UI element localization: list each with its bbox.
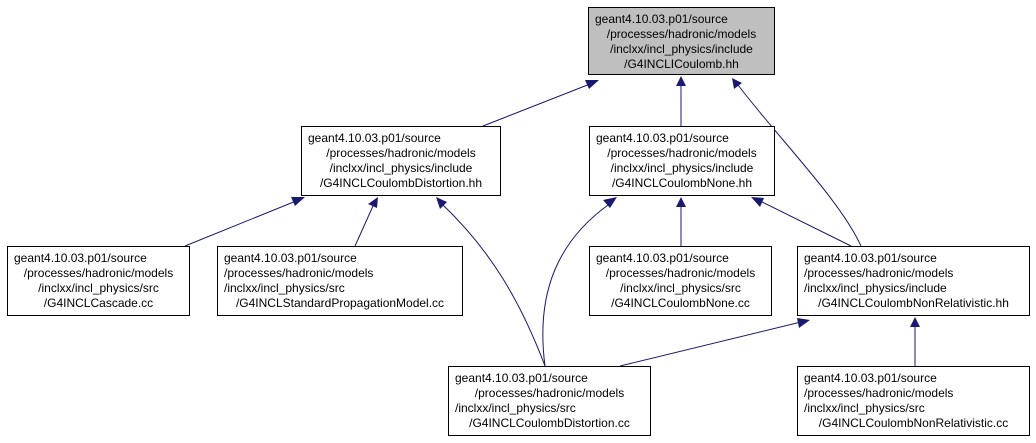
arrowhead — [603, 197, 617, 208]
node-line: geant4.10.03.p01/source — [595, 12, 728, 26]
node-line: /processes/hadronic/models — [606, 27, 757, 41]
arrowhead — [751, 197, 764, 207]
edge-line — [542, 204, 609, 367]
edge-coulomb-distortion-cc-to-coulomb-distortion-hh — [436, 197, 546, 367]
edge-cascade-cc-to-coulomb-distortion-hh — [184, 197, 305, 247]
node-line: /processes/hadronic/models — [224, 266, 374, 280]
node-line: /inclxx/incl_physics/include — [610, 161, 754, 175]
node-line: /inclxx/incl_physics/include — [329, 161, 473, 175]
node-line: /G4INCLCoulombDistortion.cc — [469, 416, 630, 430]
arrowhead — [291, 197, 305, 206]
edge-coulomb-none-cc-to-coulomb-none-hh — [676, 197, 686, 246]
node-line: /inclxx/incl_physics/src — [804, 401, 925, 415]
node-line: /G4INCLICoulomb.hh — [624, 57, 739, 71]
node-line: /G4INCLCoulombNone.hh — [611, 176, 753, 190]
node-g4inclcoulombdistortion-cc[interactable]: geant4.10.03.p01/source /processes/hadro… — [448, 366, 651, 436]
node-line: geant4.10.03.p01/source — [308, 131, 441, 145]
edge-line — [442, 204, 546, 367]
arrowhead — [368, 197, 378, 208]
node-line: /G4INCLStandardPropagationModel.cc — [235, 296, 445, 310]
node-line: /G4INCLCascade.cc — [43, 296, 154, 310]
edge-coulomb-nonrel-hh-to-root — [732, 78, 862, 247]
edge-coulomb-none-hh-to-root — [676, 76, 686, 126]
edge-coulomb-nonrel-cc-to-coulomb-nonrel-hh — [910, 317, 920, 366]
node-line: /inclxx/incl_physics/src — [620, 281, 741, 295]
node-line: geant4.10.03.p01/source — [596, 251, 729, 265]
node-line: /processes/hadronic/models — [326, 146, 476, 160]
node-line: /inclxx/incl_physics/src — [224, 281, 345, 295]
edge-coulomb-distortion-cc-to-coulomb-nonrel-hh — [619, 318, 810, 367]
node-line: geant4.10.03.p01/source — [804, 371, 937, 385]
node-line: /processes/hadronic/models — [23, 266, 174, 280]
node-line: geant4.10.03.p01/source — [224, 251, 357, 265]
node-line: geant4.10.03.p01/source — [14, 251, 147, 265]
edge-coulomb-nonrel-hh-to-coulomb-none-hh — [751, 197, 852, 247]
edge-line — [482, 83, 591, 127]
node-line: /processes/hadronic/models — [605, 266, 756, 280]
arrowhead — [676, 197, 686, 207]
arrowhead — [732, 78, 742, 89]
arrowhead — [910, 317, 920, 327]
edge-coulomb-distortion-hh-to-root — [482, 80, 599, 127]
node-line: /inclxx/incl_physics/include — [804, 281, 947, 295]
arrowhead — [436, 197, 447, 209]
node-line: geant4.10.03.p01/source — [455, 371, 588, 385]
node-line: /G4INCLCoulombNonRelativistic.cc — [818, 416, 1009, 430]
node-line: /inclxx/incl_physics/include — [610, 42, 753, 56]
node-line: /processes/hadronic/models — [804, 386, 954, 400]
edge-line — [619, 321, 802, 367]
node-g4inclcoulombnonrelativistic-cc[interactable]: geant4.10.03.p01/source /processes/hadro… — [797, 366, 1030, 436]
node-line: /processes/hadronic/models — [804, 266, 954, 280]
node-line: /processes/hadronic/models — [607, 146, 757, 160]
edge-line — [184, 200, 297, 247]
node-line: geant4.10.03.p01/source — [804, 251, 937, 265]
node-line: /G4INCLCoulombDistortion.hh — [319, 176, 483, 190]
node-line: /processes/hadronic/models — [474, 386, 625, 400]
node-g4inclcoulombnone-hh[interactable]: geant4.10.03.p01/source /processes/hadro… — [589, 126, 775, 196]
node-line: /inclxx/incl_physics/src — [455, 401, 576, 415]
arrowhead — [797, 318, 810, 328]
edge-coulomb-distortion-cc-to-coulomb-none-hh — [542, 197, 617, 367]
edge-line — [354, 205, 374, 247]
node-g4inclcascade-cc[interactable]: geant4.10.03.p01/source /processes/hadro… — [7, 246, 190, 316]
node-line: /G4INCLCoulombNonRelativistic.hh — [818, 296, 1009, 310]
node-g4inclstandardpropagationmodel-cc[interactable]: geant4.10.03.p01/source /processes/hadro… — [217, 246, 463, 316]
node-g4inclcoulombdistortion-hh[interactable]: geant4.10.03.p01/source /processes/hadro… — [301, 126, 501, 196]
node-g4inclcoulombnonrelativistic-hh[interactable]: geant4.10.03.p01/source /processes/hadro… — [797, 246, 1030, 316]
node-line: geant4.10.03.p01/source — [596, 131, 729, 145]
arrowhead — [585, 80, 599, 89]
arrowhead — [676, 76, 686, 86]
node-g4inclcoulombnone-cc[interactable]: geant4.10.03.p01/source /processes/hadro… — [589, 246, 772, 316]
edge-line — [737, 84, 862, 247]
node-line: /G4INCLCoulombNone.cc — [611, 296, 750, 310]
edge-standard-propagation-cc-to-coulomb-distortion-hh — [354, 197, 378, 247]
edge-line — [759, 200, 852, 247]
node-root-g4inclicoulomb-hh: geant4.10.03.p01/source /processes/hadro… — [588, 7, 775, 75]
node-line: /inclxx/incl_physics/src — [38, 281, 159, 295]
